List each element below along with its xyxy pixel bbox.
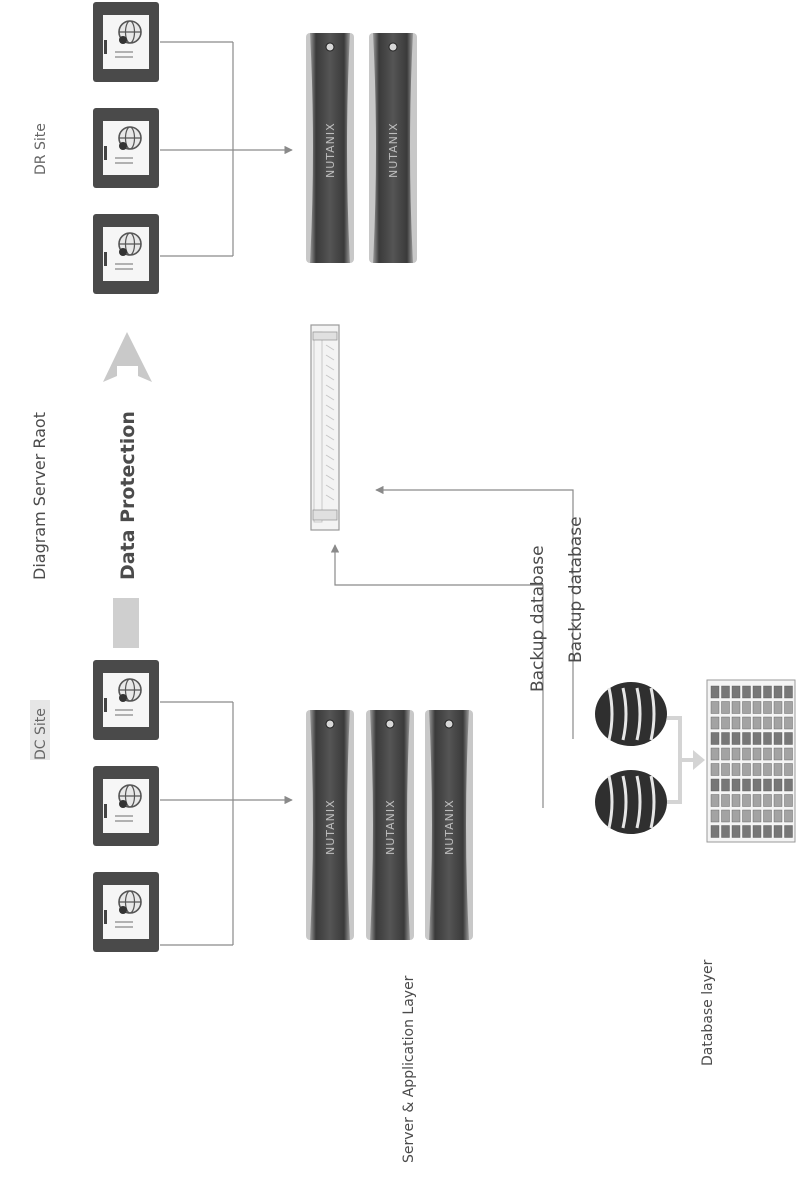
nutanix-brand-text: NUTANIX	[387, 122, 400, 178]
data-protection-label: Data Protection	[117, 411, 139, 580]
database-icon-2	[595, 682, 667, 746]
server-application-layer-label: Server & Application Layer	[401, 975, 417, 1163]
dr-server-1	[93, 2, 159, 82]
nutanix-brand-text: NUTANIX	[324, 122, 337, 178]
dc-server-3	[93, 872, 159, 952]
dc-server-2	[93, 766, 159, 846]
dc-nutanix-node-2: NUTANIX	[366, 710, 414, 940]
dr-connector-lines	[160, 41, 293, 257]
dc-server-1	[93, 660, 159, 740]
backup-arrow-1	[330, 544, 544, 808]
dc-nutanix-node-3: NUTANIX	[425, 710, 473, 940]
nutanix-brand-text: NUTANIX	[324, 799, 337, 855]
svg-text:DC Site: DC Site	[33, 708, 49, 760]
backup-arrow-2	[375, 485, 574, 739]
storage-array	[706, 679, 796, 843]
globe-icon	[118, 784, 142, 808]
data-protection-swatch	[113, 598, 139, 648]
data-protection-arrow	[103, 332, 152, 382]
database-layer-label: Database layer	[700, 959, 716, 1066]
dr-server-3	[93, 214, 159, 294]
dc-nutanix-node-1: NUTANIX	[306, 710, 354, 940]
globe-icon	[118, 232, 142, 256]
dc-site-label: DC Site	[30, 700, 50, 760]
database-icon-1	[595, 770, 667, 834]
dr-site-label: DR Site	[33, 123, 49, 175]
nutanix-brand-text: NUTANIX	[384, 799, 397, 855]
globe-icon	[118, 20, 142, 44]
globe-icon	[118, 678, 142, 702]
database-bracket	[667, 716, 705, 804]
dr-server-2	[93, 108, 159, 188]
nutanix-brand-text: NUTANIX	[443, 799, 456, 855]
backup-appliance	[310, 324, 340, 531]
dr-nutanix-node-2: NUTANIX	[369, 33, 417, 263]
backup-database-label-1: Backup database	[528, 545, 548, 692]
dc-connector-lines	[160, 701, 293, 946]
globe-icon	[118, 890, 142, 914]
dr-nutanix-node-1: NUTANIX	[306, 33, 354, 263]
diagram-title: Diagram Server Raot	[30, 412, 49, 580]
backup-database-label-2: Backup database	[566, 516, 586, 663]
globe-icon	[118, 126, 142, 150]
